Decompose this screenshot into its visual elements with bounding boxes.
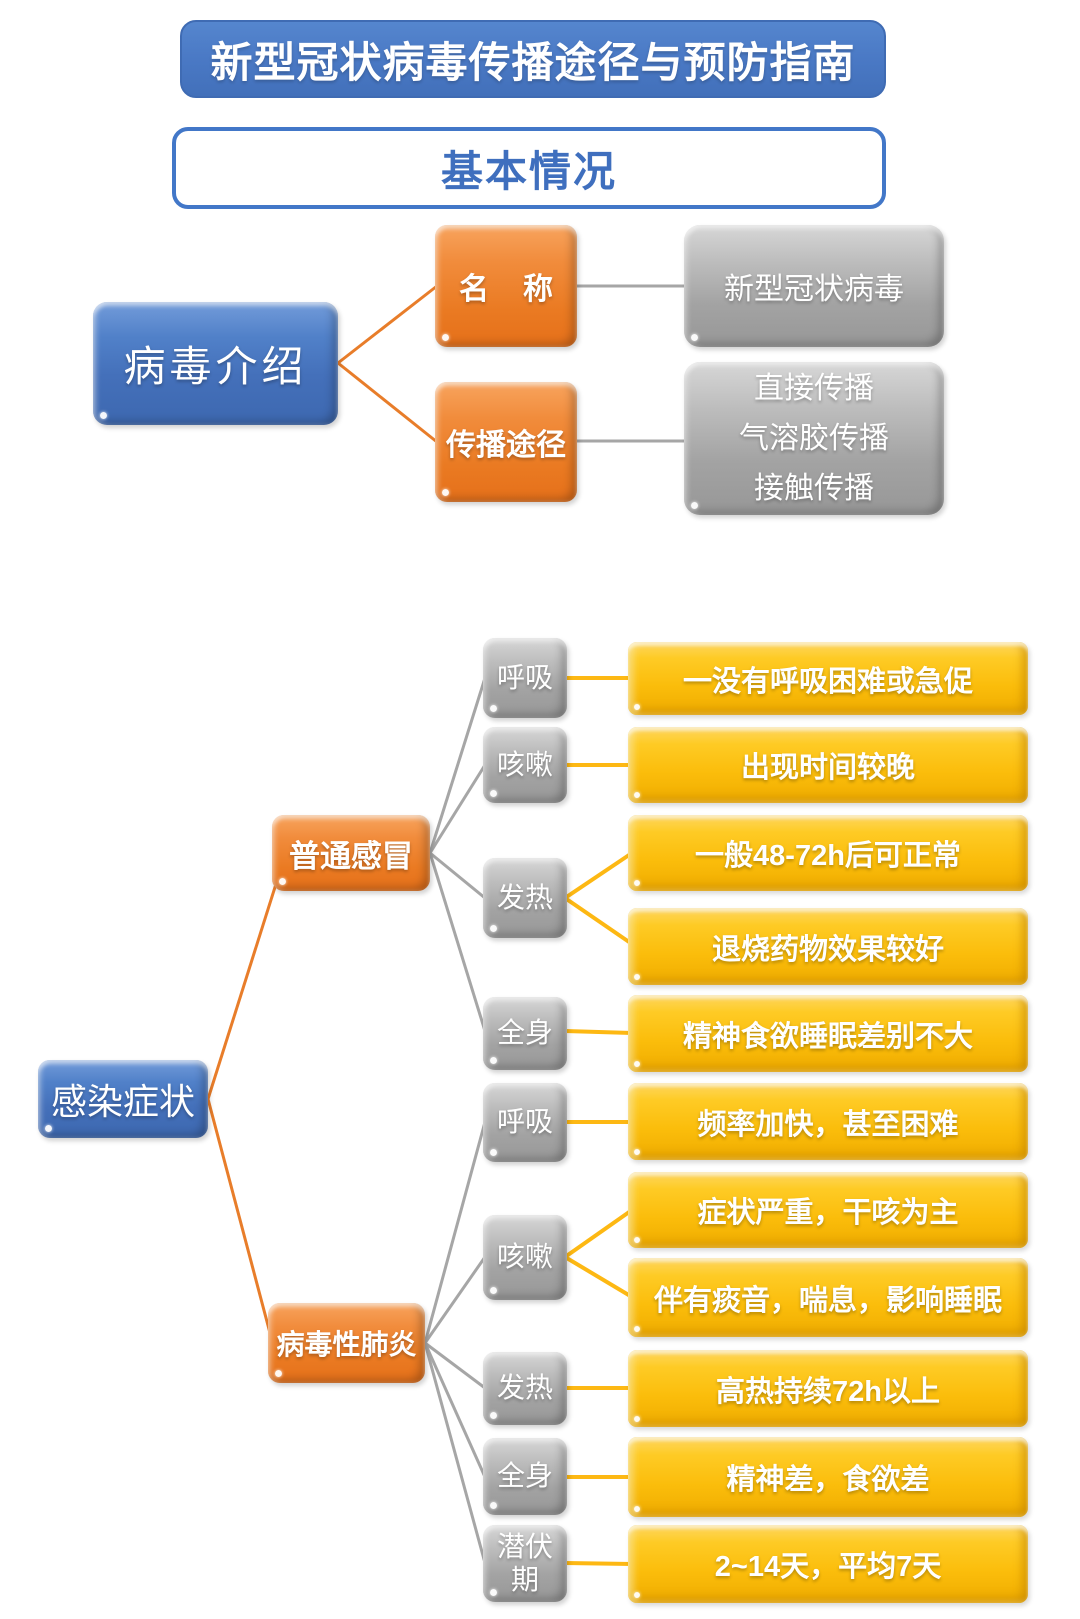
- name-branch-label-left: 名: [459, 273, 489, 306]
- name-branch-label-right: 称: [523, 273, 553, 306]
- connector-pneumonia-incubation: [423, 1342, 487, 1564]
- category-cough-pneumonia: 咳嗽: [483, 1215, 567, 1300]
- detail-cough-common: 出现时间较晚: [628, 727, 1028, 803]
- page-title: 新型冠状病毒传播途径与预防指南: [180, 20, 886, 98]
- connector-root-pneumonia: [206, 1098, 272, 1334]
- transmission-mode-contact: 接触传播: [754, 471, 874, 505]
- connector-commoncold-fever: [429, 851, 486, 900]
- connector-pneumonia-breath: [423, 1121, 487, 1344]
- category-cough-common: 咳嗽: [483, 727, 567, 803]
- detail-fever-pneumonia: 高热持续72h以上: [628, 1350, 1028, 1427]
- connector-root-transmission: [337, 361, 438, 444]
- detail-body-common: 精神食欲睡眠差别不大: [628, 995, 1028, 1072]
- detail-cough-pneumonia-1: 症状严重，干咳为主: [628, 1172, 1028, 1248]
- node-virus-intro: 病毒介绍: [93, 302, 338, 425]
- node-viral-pneumonia: 病毒性肺炎: [268, 1303, 425, 1383]
- detail-breath-pneumonia: 频率加快，甚至困难: [628, 1083, 1028, 1160]
- connector-commoncold-breath: [428, 677, 487, 854]
- connector-incubation-detail: [564, 1561, 633, 1566]
- detail-incubation-pneumonia: 2~14天，平均7天: [628, 1525, 1028, 1603]
- connector-cough2-detail2: [563, 1255, 634, 1299]
- category-fever-pneumonia: 发热: [483, 1352, 567, 1425]
- connector-commoncold-cough: [428, 764, 487, 854]
- category-body-common: 全身: [483, 997, 567, 1070]
- connector-pneumonia-fever: [424, 1341, 486, 1390]
- detail-fever-common-2: 退烧药物效果较好: [628, 908, 1028, 985]
- transmission-mode-direct: 直接传播: [754, 371, 874, 405]
- detail-fever-common-1: 一般48-72h后可正常: [628, 815, 1028, 891]
- category-breath-common: 呼吸: [483, 638, 567, 718]
- detail-body-pneumonia: 精神差，食欲差: [628, 1437, 1028, 1517]
- node-infection-symptoms: 感染症状: [38, 1060, 208, 1138]
- connector-root-name: [337, 284, 438, 365]
- connector-fever1-detail1: [563, 851, 634, 900]
- detail-cough-pneumonia-2: 伴有痰音，喘息，影响睡眠: [628, 1258, 1028, 1337]
- connector-root-commoncold: [206, 883, 278, 1100]
- detail-breath-common: 一没有呼吸困难或急促: [628, 642, 1028, 715]
- category-body-pneumonia: 全身: [483, 1438, 567, 1515]
- category-incubation-pneumonia: 潜伏期: [483, 1525, 567, 1602]
- transmission-mode-aerosol: 气溶胶传播: [739, 421, 889, 455]
- connector-pneumonia-body: [423, 1342, 487, 1478]
- node-name-branch: 名 称: [435, 225, 577, 347]
- connector-fever1-detail2: [563, 896, 634, 946]
- leaf-virus-name: 新型冠状病毒: [684, 225, 944, 347]
- category-fever-common: 发热: [483, 858, 567, 938]
- connector-cough2-detail1: [563, 1208, 634, 1259]
- connector-body1-detail: [564, 1029, 633, 1035]
- connector-commoncold-body: [428, 852, 487, 1032]
- leaf-transmission-modes: 直接传播 气溶胶传播 接触传播: [684, 362, 944, 515]
- section-header-basic-info: 基本情况: [172, 127, 886, 209]
- connector-pneumonia-cough: [423, 1256, 487, 1344]
- node-transmission-branch: 传播途径: [435, 382, 577, 502]
- node-common-cold: 普通感冒: [272, 815, 430, 891]
- category-breath-pneumonia: 呼吸: [483, 1083, 567, 1162]
